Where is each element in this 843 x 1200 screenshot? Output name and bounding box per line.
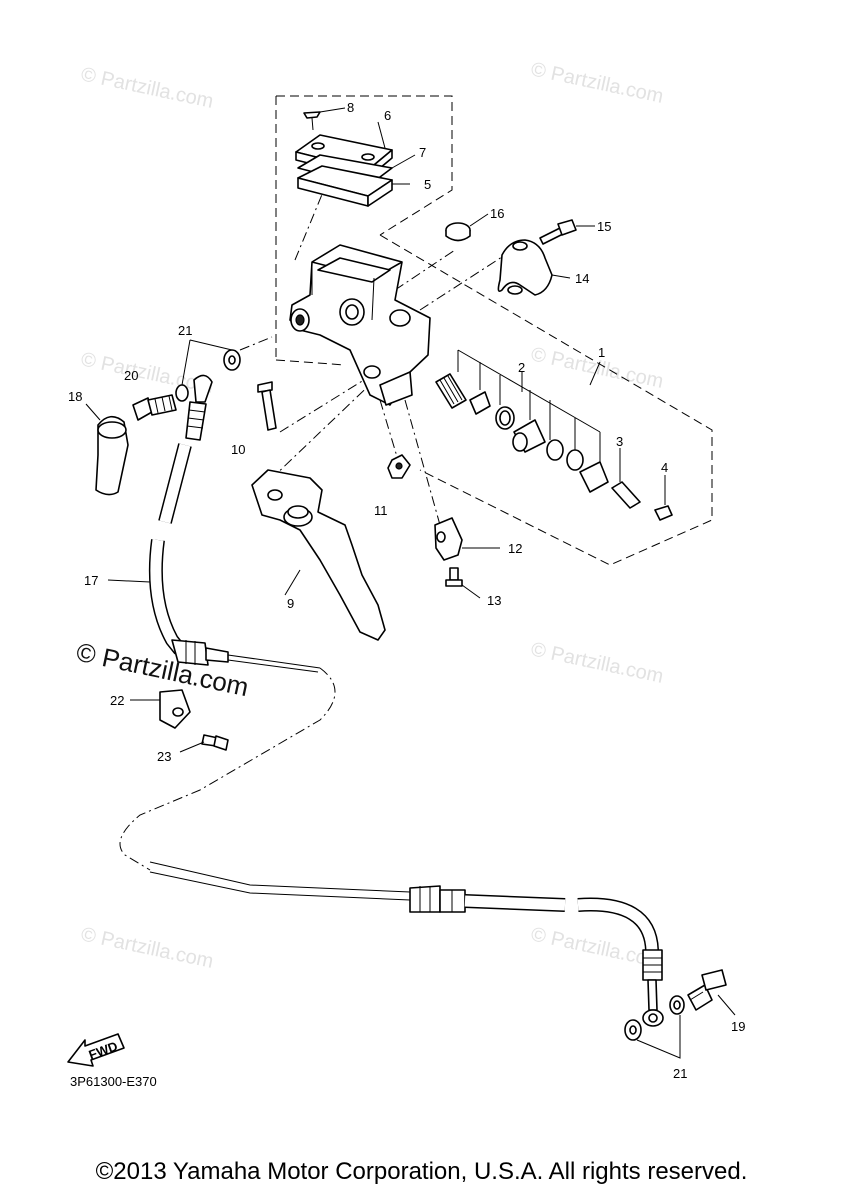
part-15-bolt (539, 219, 595, 245)
callout-7: 7 (419, 145, 426, 160)
routing-line (119, 667, 336, 871)
callout-4: 4 (661, 460, 668, 475)
callout-2: 2 (518, 360, 525, 375)
assembly-outlines (239, 95, 713, 566)
fwd-label: FWD (87, 1038, 120, 1062)
part-17-hose (107, 374, 321, 673)
callout-18: 18 (68, 389, 82, 404)
part-8-screw (303, 107, 346, 131)
part-12-switch (434, 517, 500, 561)
part-2-piston-kit (435, 349, 609, 493)
piston-kit-box (379, 234, 713, 566)
watermark: © Partzilla.com (79, 63, 215, 113)
watermark: © Partzilla.com (529, 638, 665, 688)
part-1-leader (589, 361, 601, 386)
callout-9: 9 (287, 596, 294, 611)
callout-8: 8 (347, 100, 354, 115)
callout-17: 17 (84, 573, 98, 588)
callout-13: 13 (487, 593, 501, 608)
part-19-banjo-bolt (687, 969, 736, 1016)
part-13-screw (445, 567, 481, 599)
watermark: © Partzilla.com (79, 923, 215, 973)
callout-10: 10 (231, 442, 245, 457)
part-10-pivot-bolt (257, 381, 277, 431)
part-20-banjo-bolt (132, 394, 177, 421)
callout-21-bottom: 21 (673, 1066, 687, 1081)
callout-6: 6 (384, 108, 391, 123)
callout-5: 5 (424, 177, 431, 192)
part-22-bracket (130, 689, 191, 729)
callout-16: 16 (490, 206, 504, 221)
fwd-arrow-icon: FWD (67, 1033, 125, 1067)
callout-11: 11 (374, 503, 388, 518)
master-cylinder-body (289, 244, 431, 406)
callout-14: 14 (575, 271, 589, 286)
part-23-bolt (179, 734, 229, 753)
part-17-hose-lower (149, 861, 664, 1027)
callout-23: 23 (157, 749, 171, 764)
callout-labels: 8 6 7 5 16 15 14 1 2 3 4 21 20 18 10 11 … (68, 100, 745, 1081)
callout-1: 1 (598, 345, 605, 360)
watermark: © Partzilla.com (529, 58, 665, 108)
callout-3: 3 (616, 434, 623, 449)
part-11-nut (387, 454, 411, 479)
part-16-cap (445, 213, 489, 242)
part-5-diaphragm (297, 165, 410, 207)
copyright-notice: ©2013 Yamaha Motor Corporation, U.S.A. A… (95, 1158, 748, 1185)
part-18-boot (85, 403, 129, 496)
part-21-washer-bottom (624, 995, 685, 1059)
part-9-lever (251, 469, 386, 641)
part-14-clamp (497, 239, 571, 296)
callout-15: 15 (597, 219, 611, 234)
diagram-code: 3P61300-E370 (70, 1074, 157, 1089)
reservoir-kit-box (275, 95, 453, 360)
callout-22: 22 (110, 693, 124, 708)
callout-12: 12 (508, 541, 522, 556)
callout-19: 19 (731, 1019, 745, 1034)
part-21-washer-top (175, 339, 241, 402)
callout-21-top: 21 (178, 323, 192, 338)
part-3-push-rod (611, 448, 641, 509)
callout-20: 20 (124, 368, 138, 383)
part-4-nut (654, 475, 673, 521)
